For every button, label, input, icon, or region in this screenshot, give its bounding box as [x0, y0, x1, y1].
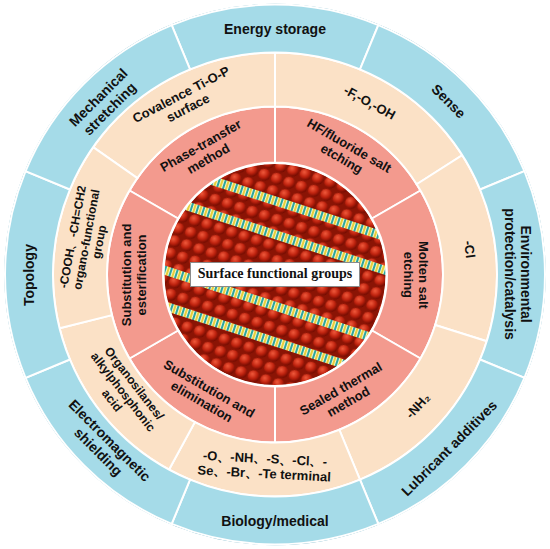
- segment-text: Environmental protection/catalysis: [502, 204, 534, 344]
- segment-fill: [60, 315, 195, 469]
- segment-text: -NH₂: [403, 391, 434, 422]
- segment-text: Mechanical stretching: [43, 42, 165, 164]
- segment-text: Molten salt etching: [400, 225, 430, 325]
- outer-rim: [5, 5, 545, 545]
- segment-fill: [360, 359, 524, 523]
- segment-text: Phase-transfer method: [146, 111, 263, 196]
- segment-text: Topology: [21, 244, 37, 306]
- segment-text: Sealed thermal method: [290, 355, 400, 436]
- segment-fill: [360, 25, 524, 189]
- segment-fill: [275, 53, 462, 185]
- segment-text: Lubricant additives: [398, 397, 500, 499]
- segment-text: Substitution and esterification: [120, 216, 150, 334]
- segment-text: Electromagnetic shielding: [43, 385, 165, 507]
- segment-text: HF/fluoride salt etching: [286, 111, 403, 196]
- segment-text: -O、-NH、-S、-Cl、-Se、-Br、-Te terminal: [192, 448, 338, 485]
- segment-text: -F,-O,-OH: [340, 83, 397, 123]
- segment-fill: [275, 331, 420, 443]
- segment-fill: [93, 53, 275, 179]
- segment-fill: [26, 359, 190, 523]
- segment-text: Organosilanes/ alkylphosphonic acid: [72, 335, 174, 449]
- segment-text: Covalence Ti-O-P surface: [124, 60, 246, 143]
- segment-fill: [53, 147, 137, 328]
- segment-fill: [275, 107, 420, 219]
- segment-fill: [169, 422, 360, 496]
- center-label: Surface functional groups: [198, 266, 353, 283]
- segment-fill: [417, 155, 497, 341]
- segment-fill: [480, 171, 545, 378]
- segment-fill: [130, 106, 275, 218]
- center-label-box: Surface functional groups: [190, 262, 361, 287]
- segment-text: -COOH、-CH=CH2 organo-functional group: [56, 177, 118, 302]
- segment-fill: [372, 191, 443, 359]
- segment-fill: [172, 480, 379, 545]
- segment-fill: [172, 4, 379, 69]
- segment-text: Substitution and elimination: [146, 353, 263, 438]
- core-rim: [163, 163, 387, 387]
- segment-fill: [130, 331, 275, 443]
- segment-fill: [339, 325, 486, 480]
- segment-fill: [26, 25, 190, 189]
- mxene-layers: [106, 150, 455, 400]
- segment-text: Energy storage: [224, 21, 326, 37]
- segment-fill: [107, 191, 178, 359]
- segment-text: -Cl: [460, 239, 477, 258]
- segment-text: Biology/medical: [221, 513, 328, 529]
- segment-text: Sense: [429, 80, 470, 121]
- segment-fill: [5, 171, 70, 378]
